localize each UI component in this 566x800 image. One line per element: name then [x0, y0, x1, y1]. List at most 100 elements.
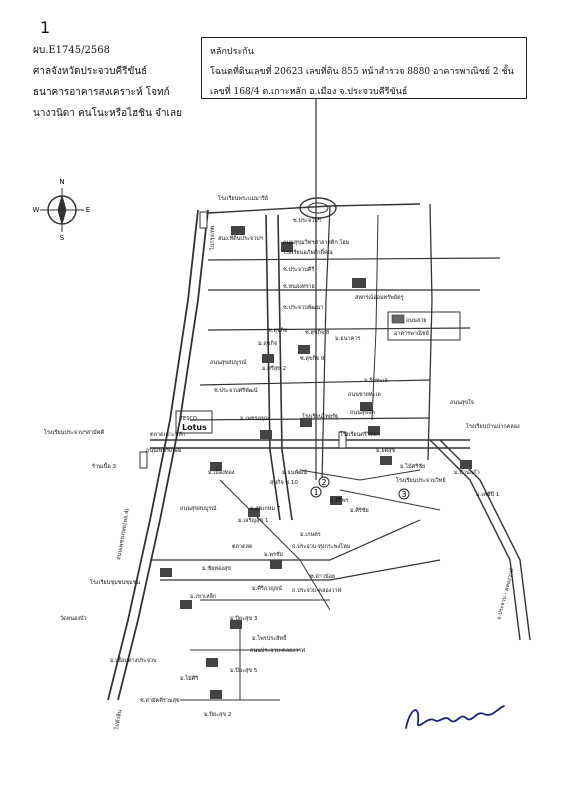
building-icon: [260, 430, 272, 439]
label-koh-lak: ตลาดเกาะหลัก: [150, 431, 185, 438]
label-soi-samakkhi: ซ.สามัคคีร่วมสุข: [140, 697, 180, 704]
traffic-light-1: [199, 211, 208, 229]
road-h4: [199, 379, 431, 386]
case-number: ผบ.E1745/2568: [33, 45, 110, 56]
building-icon: [360, 402, 372, 411]
road-diag-1: [219, 479, 331, 611]
stadium-marker-inner: [307, 202, 329, 214]
legend-swatch: [391, 314, 405, 324]
road-top: [207, 203, 421, 214]
label-m-sukkasem7: ม.สุขเกษม 7: [250, 505, 281, 512]
pin-3: [398, 488, 410, 500]
label-rd-phetkasem: ถนนเพชรเกษม: [146, 447, 182, 454]
label-m-piyasuk2: ม.ปิยะสุข 2: [204, 711, 231, 718]
building-icon: [210, 462, 222, 471]
collateral-info-box: หลักประกัน โฉนดที่ดินเลขที่ 20623 เลขที่…: [201, 37, 527, 99]
label-hospital: สนง.ที่ดินประจวบฯ: [218, 234, 263, 242]
road-mid-east: [371, 214, 379, 421]
label-soi-prachuapsi: ซ.ประจวบศรีพัฒน์: [214, 387, 258, 394]
property-pins: 1 2 3: [310, 476, 410, 500]
label-school4: โรงเรียนประจวบฯสามัคคี: [44, 428, 104, 436]
label-legend-box2: อาคารพาณิชย์: [394, 330, 429, 337]
building-icon: [210, 690, 222, 699]
highway-4-line-a: [107, 209, 199, 701]
building-icon: [460, 460, 472, 469]
road-central-west: [265, 214, 281, 521]
label-soi-pattana: ซ.ประจวบพัฒนา: [283, 304, 323, 311]
label-m-sittha: ม.เชื่อมทางประจวบ: [110, 656, 157, 664]
building-icon: [380, 456, 392, 465]
label-m-sirichai: ม.ศิริชัย: [350, 507, 369, 514]
building-icon: [248, 508, 260, 517]
label-rd-sukkasem: ถนนสุขสมบูรณ์: [210, 359, 247, 366]
road-central-west-b: [277, 214, 293, 521]
label-to-bangkok: ไปกรุงเทพ: [209, 225, 216, 251]
label-rd-sukkasem2: ถนนสุขสมบูรณ์: [180, 505, 217, 512]
label-mosque: ร้านเนื้อ 3: [92, 462, 117, 470]
signature: [405, 705, 505, 729]
label-rd-sukchit: ถนนสุขจิต: [350, 409, 375, 416]
building-icon: [230, 620, 242, 629]
label-school7: โรงเรียนชุมชนชุมชน: [90, 578, 140, 586]
road-east: [427, 203, 433, 461]
stadium-marker: [299, 197, 337, 219]
road-east-diagonal: [429, 439, 521, 641]
label-soi-prachuap: ซ.ประจวบฯ: [293, 217, 321, 224]
compass-w: W: [33, 206, 40, 214]
plaintiff: ธนาคารอาคารสงเคราะห์ โจทก์: [33, 87, 170, 98]
map-labels: โรงเรียนพระแม่มารีย์ ซ.ประจวบฯ สนง.ที่ดิ…: [44, 194, 520, 731]
label-m-wangthong: ม.เมืองทอง: [208, 469, 235, 476]
label-to-hua-hin: ไปหัวหิน: [113, 709, 124, 731]
building-icon: [330, 496, 342, 505]
label-m-kaew: ม.บ้านแก้ว: [454, 469, 480, 476]
label-rd-prachuap-n: ถ.ประจวบ-ทุ่งกระพงโหม: [292, 542, 351, 550]
label-m-1: ม.เจริญสุข 1: [238, 517, 268, 524]
road-mid-1: [299, 469, 421, 481]
road-south-2: [160, 559, 441, 581]
label-m-siriphon: ม.ศิริพร: [330, 497, 348, 504]
label-m-sriphen: ม.เคซีปี 1: [476, 491, 499, 498]
label-soi-sukchit: ซ.สุขกิจ 9: [300, 355, 325, 362]
building-icon: [300, 418, 312, 427]
label-m-khaolek: ม.เขาเหล็ก: [190, 592, 216, 600]
building-icon: [231, 226, 245, 235]
label-soi-prachuap2: ซ.ประจวบคีรี: [283, 266, 314, 273]
building-icon: [206, 658, 218, 667]
road-south-1: [150, 519, 421, 561]
collateral-title: หลักประกัน: [210, 47, 254, 57]
label-m-yotsa: ม.ยศสุข: [376, 447, 395, 454]
label-m-thanaphat: ม.ธนพัฒน์: [282, 469, 307, 476]
highway-4-line-b: [117, 209, 209, 701]
road-mid-2: [339, 489, 441, 511]
label-soi-nongtong: ซ.หนองทราย: [283, 283, 315, 290]
label-market: ตลาดสด: [232, 543, 253, 550]
label-m-sirikan: ม.ศิริกาญจน์: [252, 585, 282, 592]
traffic-light-2: [139, 451, 148, 469]
label-school3: โรงเรียนบ้านปากคลอง: [466, 422, 520, 430]
label-school6: โรงเรียนศรีวิทยา: [340, 430, 380, 438]
label-soi-aoi: ซ.อ่าวน้อย: [310, 573, 335, 580]
label-m-kaset3: ม.เกษตร: [300, 532, 321, 538]
pin-3-label: 3: [401, 490, 406, 499]
road-h3: [207, 327, 471, 331]
label-cooperative: สหกรณ์ออมทรัพย์ครู: [355, 294, 404, 301]
label-m-piyasuk5: ม.ปิยะสุข 5: [230, 667, 258, 674]
legend-box: [387, 311, 461, 341]
label-m-phonchai: ม.พรชัย: [264, 551, 283, 558]
label-soi-sukkit: ซ.สุขกิจ: [268, 327, 287, 334]
label-legend-box: ถนนสาย: [406, 317, 427, 324]
pin-1-label: 1: [313, 488, 318, 497]
building-icon: [298, 345, 310, 354]
road-h1: [207, 257, 501, 261]
compass-rose: [40, 188, 84, 232]
label-m-praisak: ม.ไพรประสิทธิ์: [252, 634, 288, 642]
pin-2: [318, 476, 330, 488]
label-m-sukkit2: ม.ศรีสุข 2: [262, 365, 286, 372]
label-to-krabi: อ.ประจวบ - คลองวาฬ: [495, 568, 515, 621]
label-rd-prachuap-lake: ถ.ประจวบ-คลองวาฬ: [292, 587, 341, 594]
label-lotus: Lotus: [182, 423, 207, 432]
label-m-chaithongsuk: ม.ชัยทองสุข: [202, 565, 231, 572]
compass-labels: N S E W: [33, 178, 91, 242]
label-rd-highway4: ถนนเพชรเกษม(ทล.4): [115, 508, 131, 560]
